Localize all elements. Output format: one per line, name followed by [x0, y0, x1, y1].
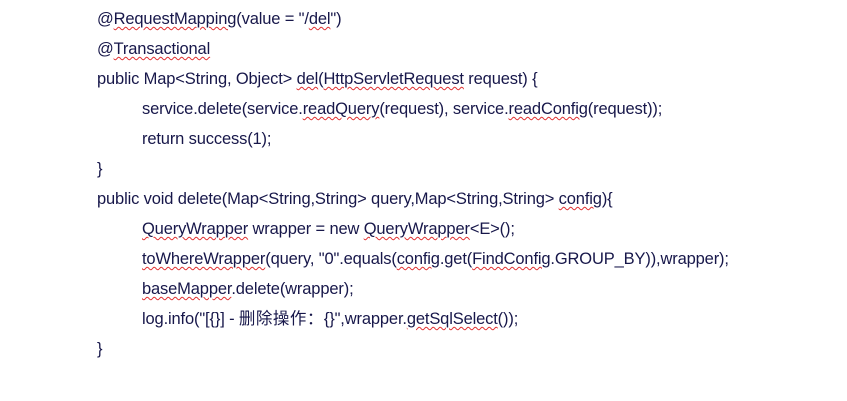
- code-token: ());: [497, 310, 519, 328]
- code-line: QueryWrapper wrapper = new QueryWrapper<…: [97, 214, 837, 244]
- misspelled-token: readConfig: [508, 100, 588, 118]
- code-line: }: [97, 334, 837, 364]
- misspelled-token: config: [558, 190, 602, 208]
- code-token: log.info("[{}] -: [142, 310, 239, 328]
- code-token: @: [97, 10, 114, 28]
- misspelled-token: QueryWrapper: [142, 220, 249, 238]
- misspelled-token: baseMapper: [142, 280, 232, 298]
- code-line: log.info("[{}] - 删除操作：{}",wrapper.getSql…: [97, 304, 837, 334]
- code-token: wrapper = new: [248, 220, 364, 238]
- misspelled-token: readQuery: [302, 100, 380, 118]
- code-token: request) {: [463, 70, 538, 88]
- code-line: baseMapper.delete(wrapper);: [97, 274, 837, 304]
- code-token: ){: [601, 190, 613, 208]
- code-line: public Map<String, Object> del(HttpServl…: [97, 64, 837, 94]
- code-token: {}",wrapper.: [323, 310, 407, 328]
- code-line: service.delete(service.readQuery(request…: [97, 94, 837, 124]
- code-token: public Map<String, Object>: [97, 70, 297, 88]
- code-line: public void delete(Map<String,String> qu…: [97, 184, 837, 214]
- code-token: (request));: [587, 100, 663, 118]
- code-token: (: [318, 70, 324, 88]
- misspelled-token: config: [396, 250, 440, 268]
- code-token: }: [97, 160, 103, 178]
- code-token: }: [97, 340, 103, 358]
- code-line: @Transactional: [97, 34, 837, 64]
- code-token: .GROUP_BY)),wrapper);: [550, 250, 729, 268]
- code-token: (value = "/: [236, 10, 309, 28]
- code-token: .delete(wrapper);: [231, 280, 354, 298]
- code-token: "): [330, 10, 342, 28]
- code-token: <E>();: [469, 220, 515, 238]
- code-line: }: [97, 154, 837, 184]
- code-line: toWhereWrapper(query, "0".equals(config.…: [97, 244, 837, 274]
- code-line: @RequestMapping(value = "/del"): [97, 4, 837, 34]
- misspelled-token: QueryWrapper: [363, 220, 470, 238]
- code-line: return success(1);: [97, 124, 837, 154]
- code-snippet: @RequestMapping(value = "/del")@Transact…: [97, 4, 837, 364]
- code-token: @: [97, 40, 114, 58]
- code-token: .get(: [439, 250, 473, 268]
- misspelled-token: HttpServletRequest: [323, 70, 465, 88]
- code-token: (query, "0".equals(: [265, 250, 397, 268]
- misspelled-token: FindConfig: [472, 250, 551, 268]
- code-token: 删除操作：: [238, 309, 324, 328]
- misspelled-token: toWhereWrapper: [142, 250, 266, 268]
- code-token: public void delete(Map<String,String> qu…: [97, 190, 559, 208]
- misspelled-token: RequestMapping: [113, 10, 237, 28]
- code-token: return success(1);: [142, 130, 272, 148]
- code-token: (request), service.: [379, 100, 509, 118]
- misspelled-token: del: [296, 70, 319, 88]
- misspelled-token: getSqlSelect: [406, 310, 498, 328]
- misspelled-token: Transactional: [113, 40, 211, 58]
- misspelled-token: del: [308, 10, 331, 28]
- code-token: service.delete(service.: [142, 100, 303, 118]
